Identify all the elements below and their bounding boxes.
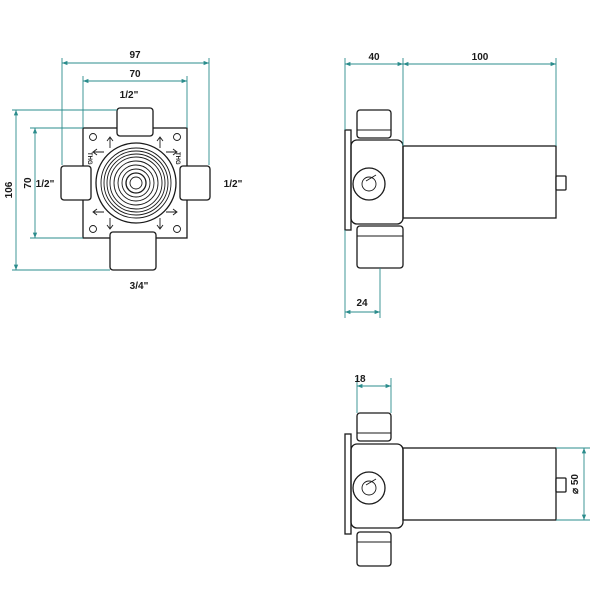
- cartridge-ring: [100, 147, 172, 219]
- cartridge-ring-outer: [95, 142, 177, 224]
- bottom-port: [356, 531, 392, 567]
- port-bottom: [109, 231, 157, 271]
- top-port: [356, 109, 392, 139]
- front-view: THG THG: [60, 107, 211, 271]
- cartridge-spindle-core: [129, 176, 143, 190]
- dim-depth-body: 40: [368, 52, 380, 63]
- cartridge-ring: [106, 153, 166, 213]
- cover-sleeve: [402, 145, 557, 219]
- side-port-inner: [361, 480, 377, 496]
- flange-plate: [344, 433, 352, 535]
- screw-hole: [173, 225, 181, 233]
- port-left: [60, 165, 92, 201]
- hot-marker-left: THG: [86, 152, 92, 165]
- cartridge-ring: [103, 150, 169, 216]
- front-view-dimensions: 97 70 106 70 1/2" 1/2" 1/2" 3/4": [4, 50, 243, 292]
- bottom-port: [356, 225, 404, 269]
- top-port: [356, 412, 392, 442]
- dim-port-width: 18: [354, 374, 366, 385]
- dim-sleeve-diameter: ⌀ 50: [570, 474, 581, 494]
- port-right-label: 1/2": [224, 179, 243, 190]
- side-port: [352, 471, 386, 505]
- spindle-tip: [555, 175, 567, 191]
- side-view-bottom: [344, 412, 567, 567]
- screw-hole: [89, 133, 97, 141]
- dim-width-inner: 70: [129, 69, 141, 80]
- flow-arrows: [92, 136, 178, 230]
- dim-height-inner: 70: [23, 177, 34, 189]
- cartridge-ring: [117, 164, 155, 202]
- side-port-inner: [361, 176, 377, 192]
- port-right: [179, 165, 211, 201]
- cartridge-spindle: [125, 172, 147, 194]
- dim-height-outer: 106: [4, 181, 15, 198]
- side-view-bottom-dimensions: 18 ⌀ 50: [354, 374, 590, 521]
- side-view-top-dimensions: 40 100 24: [344, 52, 557, 318]
- cartridge-ring: [109, 156, 163, 210]
- side-view-top: [344, 109, 567, 269]
- port-left-label: 1/2": [36, 179, 55, 190]
- dim-depth-sleeve: 100: [472, 52, 489, 63]
- cartridge-ring: [113, 160, 159, 206]
- spindle-tip: [555, 477, 567, 493]
- dim-flange-offset: 24: [356, 298, 368, 309]
- cartridge-ring: [121, 168, 151, 198]
- dim-width-outer: 97: [129, 50, 141, 61]
- screw-hole: [173, 133, 181, 141]
- valve-body: [350, 443, 404, 529]
- port-bottom-label: 3/4": [130, 281, 149, 292]
- flange-plate: [344, 129, 352, 231]
- valve-body: [350, 139, 404, 225]
- hot-marker-right: THG: [174, 152, 180, 165]
- port-top: [116, 107, 154, 137]
- side-port: [352, 167, 386, 201]
- screw-hole: [89, 225, 97, 233]
- cover-sleeve: [402, 447, 557, 521]
- port-top-label: 1/2": [120, 90, 139, 101]
